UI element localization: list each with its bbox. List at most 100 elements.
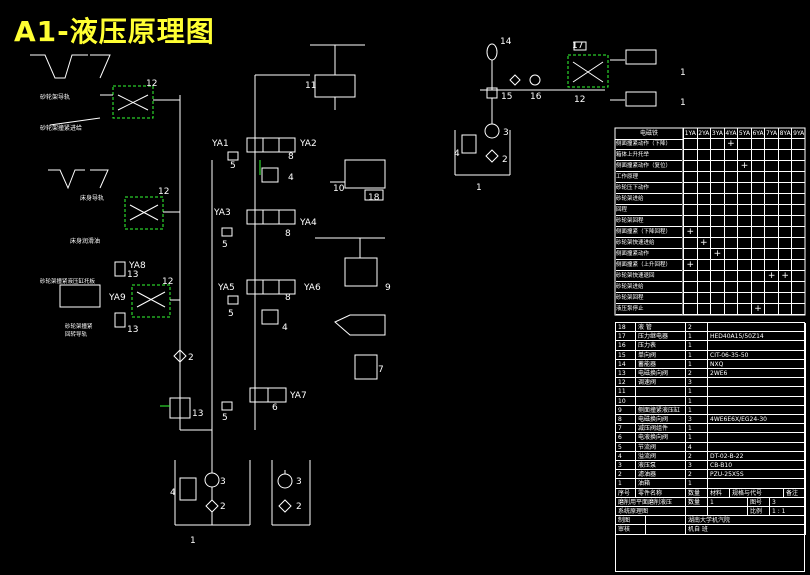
sol-header-col: 6YA — [750, 128, 765, 139]
parts-cell: 9 — [616, 405, 636, 415]
parts-cell: 液压泵 — [636, 461, 686, 471]
sol-cell — [737, 293, 751, 304]
sol-header-col: 7YA — [764, 128, 778, 139]
sol-cell: + — [764, 271, 778, 282]
sol-cell — [750, 205, 765, 216]
parts-cell: 电磁换向阀 — [636, 369, 686, 379]
sol-cell — [683, 205, 697, 216]
sol-cell — [750, 194, 765, 205]
label-ya8: YA8 — [128, 261, 146, 271]
sol-header-col: 2YA — [696, 128, 711, 139]
sol-cell — [737, 238, 751, 249]
sol-row-label: 砂轮架快速退回 — [616, 271, 682, 282]
label-2-bottom: 2 — [220, 502, 226, 512]
sol-cell — [683, 304, 697, 315]
parts-cell: 1 — [686, 387, 708, 397]
parts-cell: 11 — [616, 387, 636, 397]
sol-cell: + — [737, 161, 751, 172]
label-1-right-top: 1 — [476, 183, 482, 193]
label-ya4: YA4 — [299, 218, 317, 228]
parts-cell — [708, 405, 806, 415]
parts-cell: DT-02-B-22 — [708, 451, 806, 461]
parts-cell: 节流阀 — [636, 442, 686, 452]
parts-cell: 13 — [616, 369, 636, 379]
parts-header-cell: 零件名称 — [636, 488, 686, 498]
sol-cell — [710, 271, 724, 282]
sol-cell: + — [683, 260, 697, 271]
sol-cell — [777, 139, 792, 150]
filter-2-left — [173, 349, 187, 363]
sol-cell — [683, 172, 697, 183]
sol-cell — [723, 282, 738, 293]
sol-cell — [750, 161, 765, 172]
parts-cell: 1 — [686, 433, 708, 443]
parts-header-cell: 数量 — [686, 488, 708, 498]
sol-row-label: 侧面撞紧动作（复位） — [616, 161, 682, 172]
scale-label: 比例 — [748, 507, 770, 517]
sol-cell — [750, 139, 765, 150]
parts-cell: 2 — [616, 470, 636, 480]
label-ya2: YA2 — [299, 139, 317, 149]
sol-cell — [696, 194, 711, 205]
svg-text:回转导轨: 回转导轨 — [65, 330, 88, 338]
sol-cell — [777, 238, 792, 249]
label-2-right: 2 — [296, 502, 302, 512]
parts-cell: 液 管 — [636, 323, 686, 333]
sol-cell — [683, 238, 697, 249]
fig-label: 图号 — [748, 497, 770, 507]
sol-cell — [696, 282, 711, 293]
parts-cell — [708, 433, 806, 443]
label-12c: 12 — [162, 277, 173, 287]
parts-cell: 电磁换向阀 — [636, 415, 686, 425]
sol-row-label: 箱体上升托举 — [616, 150, 682, 161]
sol-cell — [710, 260, 724, 271]
sol-cell — [750, 172, 765, 183]
label-13b: 13 — [127, 325, 138, 335]
sol-cell — [777, 249, 792, 260]
sol-cell — [764, 183, 778, 194]
parts-cell: 调速阀 — [636, 378, 686, 388]
label-12d: 12 — [574, 95, 585, 105]
sol-cell — [723, 172, 738, 183]
sol-cell — [777, 183, 792, 194]
sol-cell: + — [777, 271, 792, 282]
label-5d: 5 — [222, 413, 228, 423]
parts-cell: 16 — [616, 341, 636, 351]
parts-cell: CB-B10 — [708, 461, 806, 471]
label-4c: 4 — [282, 323, 288, 333]
sol-cell — [696, 304, 711, 315]
sol-cell — [791, 161, 805, 172]
sol-cell — [696, 150, 711, 161]
sol-cell — [710, 139, 724, 150]
label-11: 11 — [305, 81, 316, 91]
sol-row-label: 砂轮架进给 — [616, 282, 682, 293]
sol-cell — [791, 304, 805, 315]
sol-cell — [710, 205, 724, 216]
parts-cell: 溢流阀 — [636, 451, 686, 461]
parts-header-cell: 材料 — [708, 488, 730, 498]
parts-cell: 14 — [616, 359, 636, 369]
sol-cell — [791, 249, 805, 260]
label-12a: 12 — [146, 79, 157, 89]
label-3-right-top: 3 — [503, 128, 509, 138]
parts-cell: 4 — [616, 451, 636, 461]
sol-cell — [777, 260, 792, 271]
label-6: 6 — [272, 403, 278, 413]
sol-cell — [696, 205, 711, 216]
label-5a: 5 — [230, 161, 236, 171]
svg-text:砂轮架撞紧: 砂轮架撞紧 — [65, 322, 93, 330]
label-8a: 8 — [288, 152, 294, 162]
sol-cell — [750, 271, 765, 282]
design-title-2: 系统原理图 — [616, 507, 686, 517]
svg-text:床身润滑油: 床身润滑油 — [70, 237, 100, 245]
sol-cell — [791, 150, 805, 161]
sol-header-left: 电磁铁 — [615, 128, 683, 140]
parts-cell: 减压阀组件 — [636, 424, 686, 434]
sol-cell — [764, 227, 778, 238]
label-10: 10 — [333, 184, 345, 194]
label-ya9: YA9 — [108, 293, 126, 303]
sol-cell — [737, 249, 751, 260]
blank-cell — [708, 507, 748, 517]
